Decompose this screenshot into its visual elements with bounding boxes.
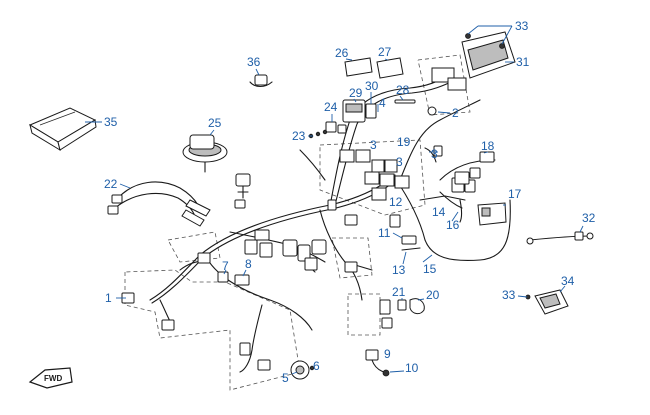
callout-21: 21 [392, 285, 406, 299]
callout-25: 25 [208, 116, 222, 130]
fuse-12 [389, 214, 421, 251]
sensor-20-21 [397, 298, 425, 315]
callout-16: 16 [446, 218, 460, 232]
callout-34: 34 [561, 274, 575, 288]
harness-connectors [121, 177, 476, 371]
callout-22: 22 [104, 177, 118, 191]
callout-33b: 33 [502, 288, 516, 302]
forward-direction-arrow: FWD [28, 367, 73, 389]
callout-23: 23 [292, 129, 306, 143]
callout-5: 5 [282, 371, 289, 385]
callout-9: 9 [384, 347, 391, 361]
connector-7-8 [217, 271, 250, 286]
ecu-module [431, 31, 516, 91]
battery-17 [477, 202, 507, 226]
callout-6: 6 [313, 359, 320, 373]
fuel-sender-25 [182, 134, 228, 173]
callout-36: 36 [247, 55, 261, 69]
sensor-36 [249, 74, 273, 88]
callout-24: 24 [324, 100, 338, 114]
callout-26: 26 [335, 46, 349, 60]
relay-fuse-group [308, 57, 416, 139]
callout-18: 18 [481, 139, 495, 153]
callout-33a: 33 [515, 19, 529, 33]
callout-15: 15 [423, 262, 437, 276]
callout-7: 7 [222, 259, 229, 273]
callout-3a: 3 [370, 138, 377, 152]
callout-14: 14 [432, 205, 446, 219]
horn-5-6 [290, 360, 315, 380]
callout-17: 17 [508, 187, 522, 201]
callout-29: 29 [349, 86, 363, 100]
module-34 [525, 289, 569, 315]
callout-35: 35 [104, 115, 118, 129]
callout-labels: 1 2 3 3 3 4 5 6 7 8 9 10 11 12 13 14 15 … [85, 19, 596, 385]
callout-12: 12 [389, 195, 403, 209]
callout-31: 31 [516, 55, 530, 69]
control-module-35 [28, 107, 97, 152]
small-sensors-right [424, 106, 443, 163]
callout-4: 4 [379, 96, 386, 110]
rear-harness-18 [419, 151, 496, 201]
callout-3b: 3 [396, 155, 403, 169]
throttle-sensor-cluster [235, 173, 251, 199]
callout-13: 13 [392, 263, 406, 277]
callout-32: 32 [582, 211, 596, 225]
bracket-14-16 [439, 191, 463, 223]
callout-20: 20 [426, 288, 440, 302]
callout-1: 1 [105, 291, 112, 305]
callout-11: 11 [378, 226, 391, 240]
callout-19: 19 [397, 135, 411, 149]
fwd-label: FWD [44, 374, 62, 383]
ground-cable-32 [526, 231, 594, 245]
callout-3c: 3 [431, 147, 438, 161]
harness-dashed-zones [124, 54, 471, 391]
callout-10: 10 [405, 361, 419, 375]
callout-27: 27 [378, 45, 392, 59]
sensor-9-10 [365, 349, 390, 377]
callout-28: 28 [396, 83, 410, 97]
callout-8: 8 [245, 257, 252, 271]
callout-30: 30 [365, 79, 379, 93]
relay-cluster [339, 149, 410, 201]
callout-2: 2 [452, 106, 459, 120]
o2-sensors-22 [107, 181, 211, 227]
